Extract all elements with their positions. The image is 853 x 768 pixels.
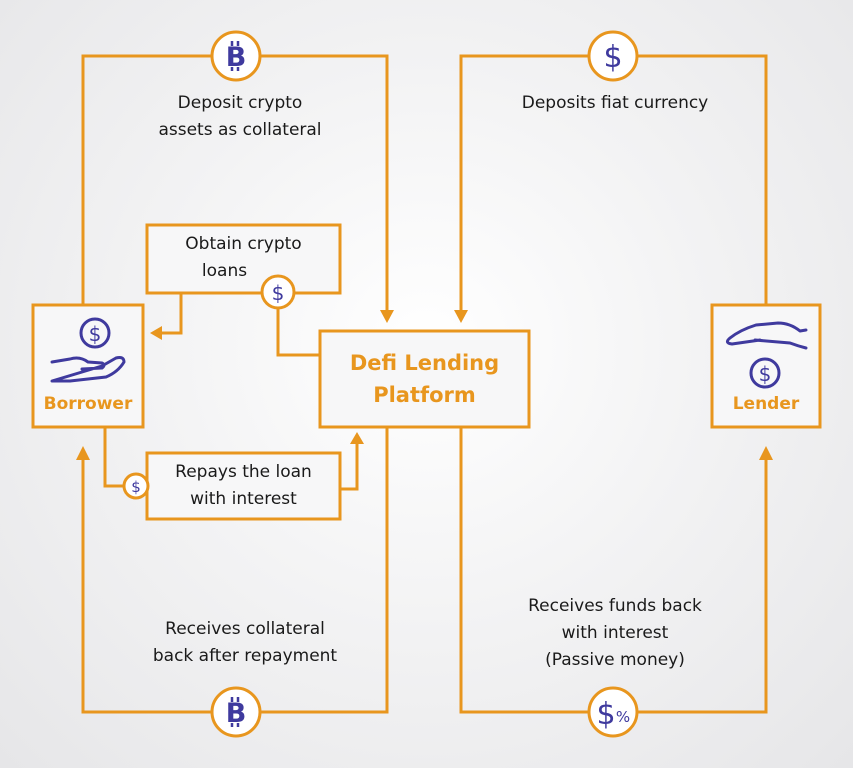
borrower-node: [31, 303, 145, 429]
connector-borrower-to-repay: [103, 428, 128, 488]
arrow-down-platform-right: [454, 310, 468, 323]
obtain-loans-box: [145, 223, 342, 295]
obtain-loans-line1: Obtain crypto: [185, 234, 302, 254]
obtain-loans-label: Obtain crypto loans: [147, 231, 340, 285]
dollar-icon: $: [122, 472, 150, 500]
receive-funds-line1: Receives funds back: [528, 596, 702, 616]
connector-repay-to-platform: [340, 442, 359, 491]
svg-text:$: $: [759, 362, 772, 386]
arrow-left-borrower: [150, 326, 162, 340]
bitcoin-icon: B: [210, 30, 262, 82]
svg-text:B: B: [226, 42, 247, 73]
svg-text:B: B: [226, 698, 247, 729]
receive-funds-line2: with interest: [561, 623, 669, 643]
platform-title-line2: Platform: [373, 383, 476, 407]
dollar-icon: $: [587, 30, 639, 82]
dollar-percent-icon: $ %: [587, 686, 639, 738]
svg-text:$: $: [596, 697, 615, 732]
receive-collateral-line1: Receives collateral: [165, 619, 325, 639]
arrow-up-borrower: [76, 446, 90, 460]
platform-node: [318, 329, 531, 429]
receive-funds-line3: (Passive money): [545, 650, 685, 670]
repay-loan-box: [145, 451, 342, 521]
receive-collateral-label: Receives collateral back after repayment: [130, 616, 360, 670]
receive-funds-label: Receives funds back with interest (Passi…: [495, 593, 735, 674]
dollar-icon: $: [260, 274, 296, 310]
hand-receiving-coin-icon: $: [50, 317, 126, 383]
deposit-crypto-line1: Deposit crypto: [177, 93, 303, 113]
svg-text:$: $: [89, 322, 102, 346]
deposit-crypto-line2: assets as collateral: [158, 120, 322, 140]
platform-title: Defi Lending Platform: [320, 347, 529, 411]
deposit-crypto-label: Deposit crypto assets as collateral: [130, 90, 350, 144]
lender-label: Lender: [732, 394, 800, 414]
repay-loan-line1: Repays the loan: [175, 462, 312, 482]
obtain-loans-line2: loans: [201, 261, 248, 281]
arrow-down-platform-left: [380, 310, 394, 323]
svg-text:$: $: [603, 40, 622, 75]
hand-over-coin-icon: $: [725, 321, 808, 389]
svg-text:%: %: [616, 708, 630, 726]
svg-text:$: $: [131, 478, 141, 496]
borrower-label: Borrower: [43, 394, 133, 414]
connector-obtain-loans-to-borrower: [160, 293, 183, 335]
platform-title-line1: Defi Lending: [349, 351, 500, 375]
arrow-up-platform: [350, 432, 364, 444]
bitcoin-icon: B: [210, 686, 262, 738]
arrow-up-lender: [759, 446, 773, 460]
receive-collateral-line2: back after repayment: [152, 646, 338, 666]
connector-platform-to-obtain-loans: [276, 305, 320, 357]
deposit-fiat-label: Deposits fiat currency: [495, 90, 735, 117]
deposit-fiat-line1: Deposits fiat currency: [521, 93, 709, 113]
svg-text:$: $: [272, 281, 285, 305]
repay-loan-line2: with interest: [190, 489, 297, 509]
repay-loan-label: Repays the loan with interest: [147, 459, 340, 513]
